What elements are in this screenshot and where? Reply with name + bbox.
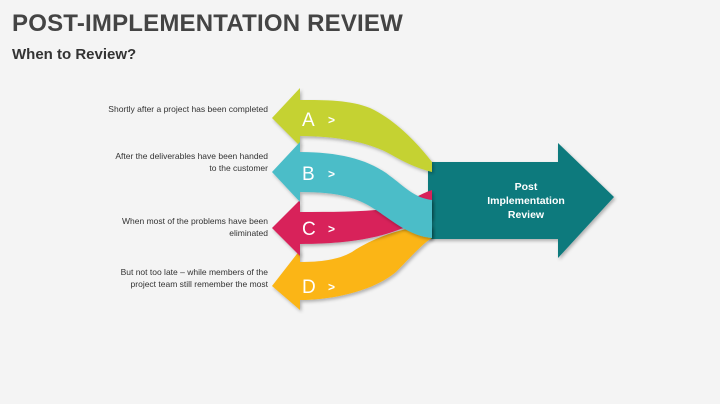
arrow-c <box>272 190 432 256</box>
item-b-chevron: > <box>328 167 335 181</box>
slide-subtitle: When to Review? <box>12 46 137 63</box>
item-d-chevron: > <box>328 280 335 294</box>
target-arrow <box>428 143 614 258</box>
slide-title: POST-IMPLEMENTATION REVIEW <box>12 10 403 37</box>
item-a-description: Shortly after a project has been complet… <box>108 104 268 114</box>
target-label-line-1: Post <box>515 181 538 193</box>
arrow-a <box>272 88 432 172</box>
item-c-description: When most of the problems have been elim… <box>122 216 268 238</box>
target-label-line-3: Review <box>508 209 545 221</box>
target-label-line-2: Implementation <box>487 195 565 207</box>
item-c-letter: C <box>302 219 316 240</box>
item-b-letter: B <box>302 164 315 185</box>
item-a-letter: A <box>302 110 315 131</box>
arrow-b <box>272 142 432 238</box>
item-a-chevron: > <box>328 113 335 127</box>
item-d-letter: D <box>302 277 316 298</box>
arrow-d <box>272 226 432 310</box>
item-b-description: After the deliverables have been handed … <box>115 151 268 173</box>
item-d-description: But not too late – while members of the … <box>120 267 268 289</box>
item-c-chevron: > <box>328 222 335 236</box>
